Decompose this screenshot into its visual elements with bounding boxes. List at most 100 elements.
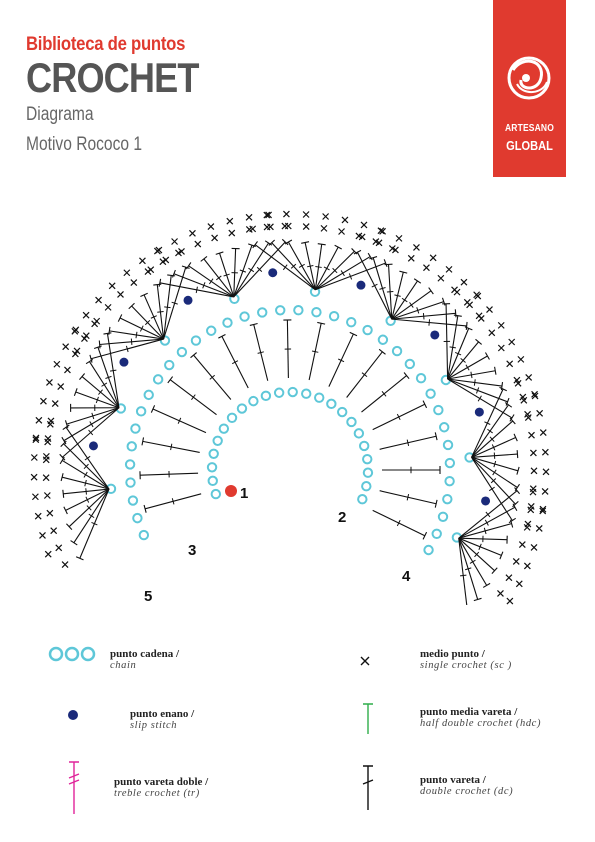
- dc-top-bar: [505, 397, 510, 406]
- single-crochet-mark: [51, 400, 59, 407]
- chain-stitch: [431, 528, 442, 539]
- chain-stitch: [218, 423, 230, 434]
- dc-cross-bar: [257, 351, 264, 354]
- dc-cross-bar: [144, 319, 151, 326]
- chain-stitch: [314, 392, 325, 403]
- dc-top-bar: [473, 597, 482, 602]
- single-crochet-mark: [508, 338, 516, 346]
- legend-tr-es: punto vareta doble /: [114, 776, 209, 788]
- dc-top-bar: [383, 259, 388, 267]
- single-crochet-mark: [395, 234, 403, 242]
- dc-top-bar: [167, 376, 174, 384]
- single-crochet-mark: [445, 265, 453, 273]
- dc-top-bar: [317, 243, 326, 246]
- single-crochet-mark: [497, 590, 504, 597]
- chain-stitch: [346, 416, 357, 428]
- single-crochet-mark: [263, 223, 271, 231]
- dc-cross-bar: [416, 307, 420, 314]
- chain-stitch: [377, 334, 389, 345]
- chain-stitch: [326, 398, 337, 410]
- brand-line1: ARTESANO: [504, 123, 555, 134]
- dc-cross-bar: [332, 267, 338, 274]
- dc-top-bar: [413, 278, 422, 284]
- dc-top-bar: [73, 388, 78, 396]
- chain-stitch: [362, 467, 374, 478]
- dc-top-bar: [75, 556, 84, 561]
- chain-stitch: [425, 388, 436, 399]
- single-crochet-mark: [506, 360, 514, 368]
- single-crochet-mark: [377, 227, 385, 235]
- single-crochet-mark: [531, 390, 538, 398]
- single-crochet-mark: [82, 311, 90, 319]
- single-crochet-mark: [341, 216, 349, 224]
- single-crochet-mark: [524, 520, 532, 528]
- dc-top-bar: [514, 487, 521, 495]
- single-crochet-mark: [528, 431, 535, 439]
- chain-stitch: [442, 493, 453, 505]
- dc-cross-bar: [290, 263, 297, 269]
- dc-top-bar: [63, 506, 68, 515]
- dc-cross-bar: [428, 319, 431, 326]
- dc-top-bar: [59, 453, 66, 461]
- legend-hdc-text: punto media vareta / half double crochet…: [420, 706, 541, 729]
- dc-top-bar: [140, 292, 148, 297]
- single-crochet-mark: [171, 238, 178, 245]
- dc-cross-bar: [231, 360, 239, 365]
- dc-cross-bar: [338, 358, 345, 363]
- dc-top-bar: [453, 314, 462, 317]
- single-crochet-mark: [53, 360, 61, 368]
- chain-stitch: [257, 307, 268, 318]
- single-crochet-mark: [505, 574, 513, 582]
- dc-top-bar: [103, 332, 112, 335]
- single-crochet-mark: [71, 350, 79, 358]
- chain-stitch: [152, 374, 164, 385]
- chain-stitch: [444, 457, 456, 469]
- single-crochet-mark: [43, 492, 51, 499]
- dc-cross-bar: [478, 543, 482, 550]
- dc-cross-bar: [487, 428, 493, 434]
- chain-stitch: [138, 529, 150, 541]
- dc-top-bar: [514, 483, 520, 492]
- dc-top-bar: [249, 322, 258, 326]
- legend-dc-es: punto vareta /: [420, 774, 486, 786]
- single-crochet-mark: [104, 303, 112, 311]
- single-crochet-mark: [379, 227, 387, 235]
- single-crochet-mark: [263, 211, 271, 219]
- chain-stitch: [358, 440, 370, 452]
- chain-stitch: [260, 390, 272, 402]
- single-crochet-mark: [429, 254, 437, 262]
- chain-stitch: [124, 459, 136, 470]
- chain-stitch: [135, 406, 147, 417]
- chain-stitch: [164, 359, 175, 371]
- dc-top-bar: [367, 252, 373, 261]
- dc-cross-bar: [98, 389, 103, 395]
- single-crochet-mark: [50, 527, 58, 535]
- chain-stitch: [190, 335, 202, 346]
- chain-stitch: [415, 373, 427, 384]
- dc-cross-bar: [406, 439, 410, 447]
- dc-cross-bar: [473, 379, 476, 386]
- dc-cross-bar: [177, 417, 182, 424]
- dc-cross-bar: [84, 455, 91, 461]
- legend-chain-es: punto cadena /: [110, 648, 180, 660]
- single-crochet-mark: [32, 436, 40, 444]
- dc-top-bar: [399, 270, 408, 274]
- dc-top-bar: [428, 287, 434, 295]
- start-label-4: 4: [402, 568, 411, 585]
- single-crochet-mark: [542, 468, 550, 476]
- dc-top-bar: [268, 239, 276, 246]
- dc-top-bar: [334, 244, 342, 250]
- single-crochet-mark: [539, 505, 547, 513]
- single-crochet-mark: [517, 355, 525, 363]
- dc-cross-bar: [401, 297, 408, 303]
- single-crochet-mark: [423, 264, 430, 272]
- single-crochet-mark: [39, 531, 46, 539]
- start-label-2: 2: [338, 509, 346, 526]
- slip-stitch: [474, 407, 484, 417]
- dc-cross-bar: [83, 471, 88, 478]
- dc-cross-bar: [171, 301, 178, 305]
- chain-stitch: [328, 310, 340, 322]
- dc-cross-bar: [396, 519, 401, 527]
- single-crochet-mark: [31, 493, 39, 501]
- single-crochet-mark: [32, 434, 40, 442]
